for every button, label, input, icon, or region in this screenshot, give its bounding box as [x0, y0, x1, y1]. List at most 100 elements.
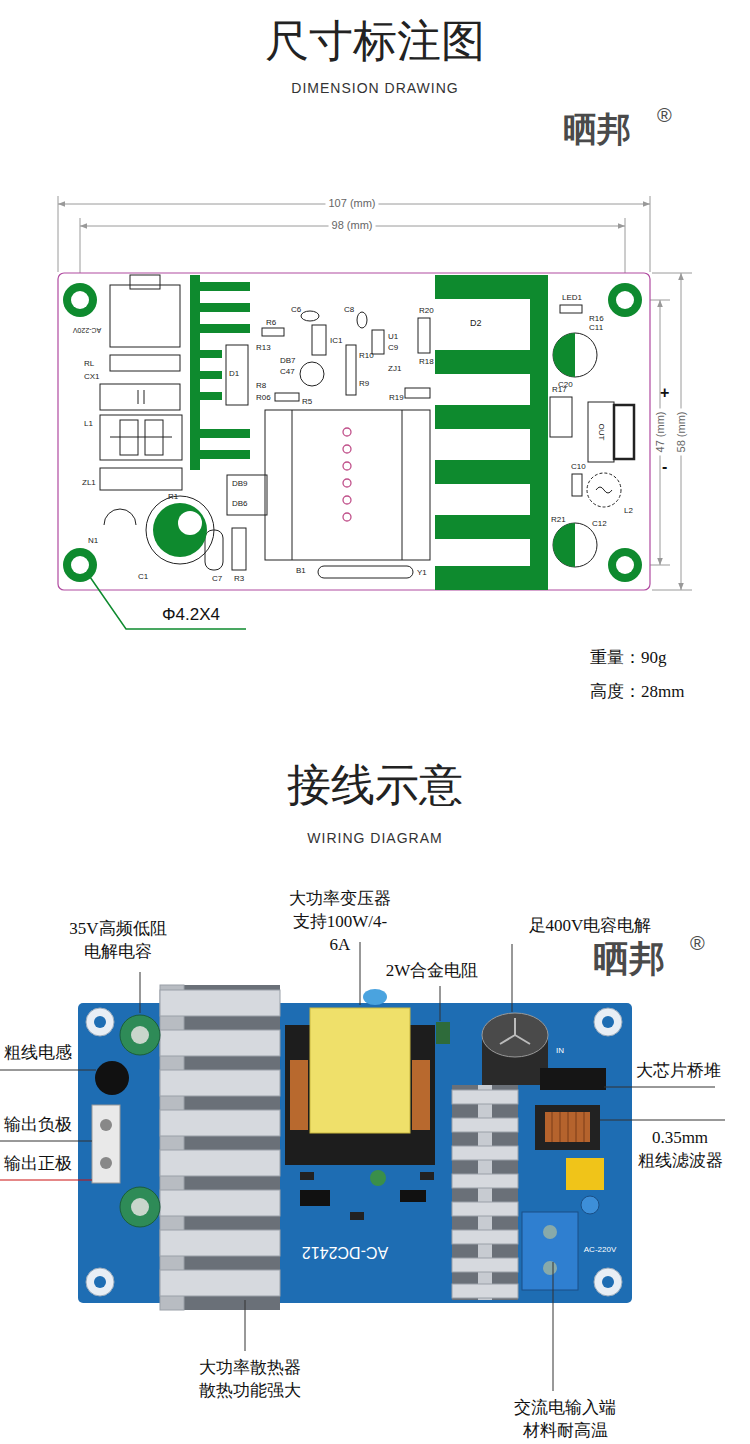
thermistor-footprint — [104, 509, 136, 525]
extension-line — [652, 590, 692, 591]
transformer-line — [292, 410, 293, 560]
capacitor-symbol — [144, 390, 145, 404]
copper-finger — [190, 450, 250, 459]
silk-label: C11 — [589, 323, 603, 332]
leader-line — [512, 944, 513, 1012]
terminal-outline — [614, 405, 634, 459]
board-marking: AC-DC2412 — [302, 1243, 388, 1261]
y-capacitor — [363, 989, 387, 1005]
copper-finger — [435, 460, 530, 484]
mounting-hole — [63, 548, 97, 582]
diode-footprint — [226, 345, 248, 405]
hole-center — [616, 556, 634, 574]
callout-label: 交流电输入端 材料耐高温 — [514, 1397, 616, 1443]
heatsink-fin — [160, 1190, 280, 1216]
terminal-footprint — [588, 402, 614, 462]
inductor-symbol — [145, 420, 163, 455]
connector-footprint — [110, 285, 180, 347]
mounting-hole — [608, 283, 642, 317]
ic-footprint — [372, 330, 384, 354]
silk-label: RL — [84, 359, 94, 368]
dimension-label: 58 (mm) — [675, 409, 688, 456]
heatsink-fin — [452, 1258, 518, 1272]
capacitor-top — [482, 1013, 548, 1057]
silk-label: CX1 — [84, 372, 100, 381]
copper-finger — [435, 275, 530, 299]
capacitor-footprint — [572, 474, 582, 496]
capacitor-symbol — [138, 390, 139, 404]
silk-label: R19 — [389, 393, 404, 402]
polarity-mark: - — [662, 458, 667, 476]
silk-label: C20 — [558, 380, 573, 389]
diode-footprint — [227, 475, 267, 515]
capacitor-marking — [153, 503, 207, 557]
capacitor-footprint — [100, 384, 180, 410]
silk-label: IC1 — [330, 336, 342, 345]
heatsink-fin — [160, 1070, 280, 1096]
silk-label: DB6 — [232, 499, 248, 508]
silk-label: R21 — [551, 515, 566, 524]
heatsink-fin — [160, 1230, 280, 1256]
spec-note: 高度：28mm — [590, 682, 684, 702]
line-filter — [535, 1105, 600, 1150]
capacitor-footprint — [146, 496, 214, 564]
y-capacitor — [581, 1196, 599, 1214]
mounting-hole — [594, 1008, 622, 1036]
brand-mark: ® — [690, 932, 705, 955]
capacitor-marking — [178, 511, 202, 535]
heatsink — [452, 1085, 518, 1300]
hole-spec: Φ4.2X4 — [162, 605, 220, 625]
leader-line — [140, 972, 141, 1013]
component-footprints — [550, 305, 634, 567]
copper-finger — [190, 392, 222, 400]
capacitor-top — [131, 1198, 149, 1216]
terminal-screw — [100, 1157, 112, 1169]
silk-label: C12 — [592, 519, 607, 528]
pin-pad — [343, 462, 351, 470]
capacitor-footprint — [318, 566, 413, 578]
terminal-screw — [100, 1119, 112, 1131]
silk-label: D1 — [229, 369, 239, 378]
heatsink-fin — [452, 1174, 518, 1188]
copper-finger — [435, 515, 530, 539]
section-title: 接线示意 — [287, 760, 463, 811]
electrolytic-capacitor — [120, 1187, 160, 1227]
callout-label: 0.35mm 粗线滤波器 — [638, 1127, 723, 1173]
leader-line — [90, 577, 246, 629]
mounting-holes — [63, 283, 642, 582]
leader-line — [600, 1120, 725, 1121]
pin-pad — [343, 479, 351, 487]
board-marking: IN — [556, 1046, 564, 1055]
smd-resistor — [420, 1172, 434, 1180]
terminal-screw — [543, 1225, 557, 1239]
leader-line — [360, 942, 361, 1005]
copper-spine — [530, 275, 548, 590]
mounting-hole — [594, 1268, 622, 1296]
mounting-hole — [86, 1008, 114, 1036]
led-footprint — [560, 305, 582, 313]
callout-label: 大功率变压器 支持100W/4-6A — [289, 888, 391, 957]
transformer-winding — [290, 1060, 308, 1130]
smd-resistor — [350, 1212, 364, 1220]
copper-finger — [435, 405, 530, 429]
heatsink-fin — [160, 1030, 280, 1056]
hole-center — [71, 291, 89, 309]
copper-finger — [190, 429, 250, 438]
silk-label: R10 — [359, 351, 374, 360]
transformer-pins — [343, 428, 351, 521]
silk-label: DB9 — [232, 479, 248, 488]
heatsink-shadow — [452, 1085, 518, 1300]
heatsink-fin — [452, 1090, 518, 1104]
leader-line — [553, 1262, 554, 1391]
subtitle: DIMENSION DRAWING — [291, 80, 458, 96]
output-terminal — [92, 1105, 120, 1183]
terminal-block — [522, 1212, 578, 1290]
callout-label: 输出负极 — [4, 1114, 72, 1137]
polarity-mark: + — [660, 384, 669, 402]
silk-label: C1 — [138, 572, 148, 581]
copper-finger — [190, 282, 250, 291]
terminal-screw — [543, 1261, 557, 1275]
resistor-footprint — [346, 345, 356, 395]
transformer — [285, 989, 435, 1165]
